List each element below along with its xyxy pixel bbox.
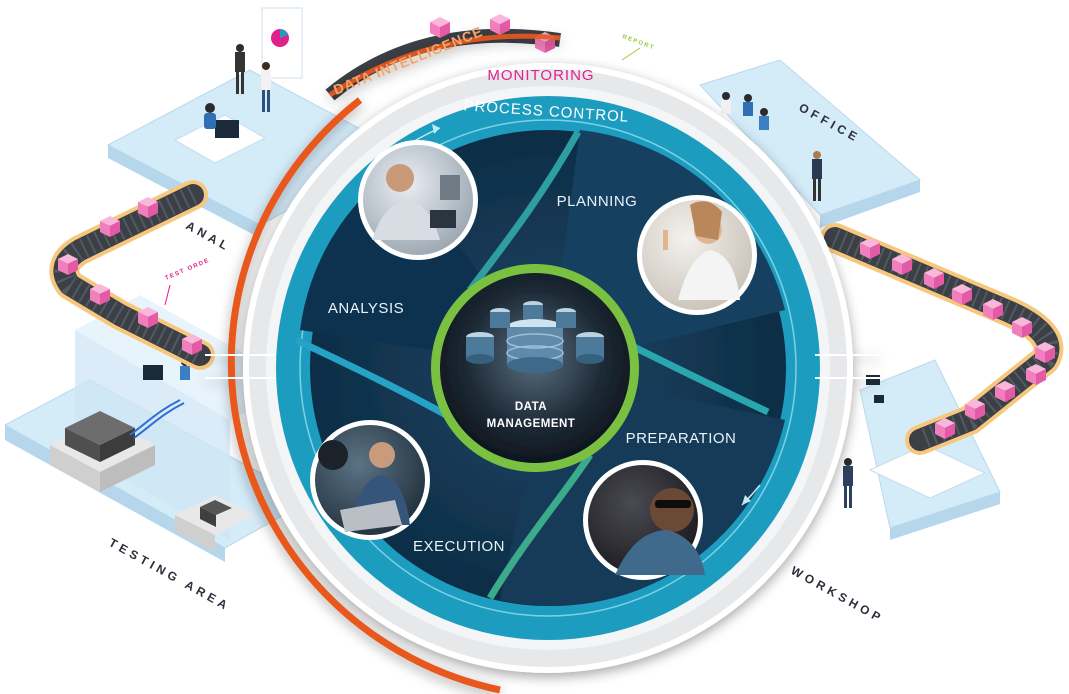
database-icon	[466, 301, 604, 373]
monitor-icon	[215, 120, 239, 138]
photo-analysis	[358, 140, 478, 260]
monitoring-label: MONITORING	[487, 67, 594, 84]
process-wheel: DATA MANAGEMENT	[205, 23, 880, 694]
workshop-label: WORKSHOP	[789, 563, 887, 626]
office-people	[721, 92, 822, 201]
hub-label-line1: DATA	[515, 401, 547, 413]
test-machine-small	[175, 495, 255, 552]
analyst-desk	[173, 103, 267, 164]
segment-label-execution: EXECUTION	[413, 538, 505, 555]
hub-label-line2: MANAGEMENT	[487, 418, 576, 430]
divider-execution	[487, 453, 593, 600]
left-conveyor	[49, 180, 215, 370]
divider-planning	[467, 130, 582, 293]
test-machine-large	[50, 411, 155, 492]
presenters	[235, 7, 303, 112]
photo-planning	[637, 195, 757, 315]
segment-label-preparation: PREPARATION	[626, 430, 737, 447]
photo-preparation	[583, 460, 705, 580]
data-intelligence-arc	[227, 97, 501, 694]
workshop-worker	[843, 375, 987, 508]
test-order-tag: TEST ORDE	[164, 258, 210, 282]
segment-label-analysis: ANALYSIS	[328, 300, 404, 317]
analysis-area-label: ANAL	[184, 218, 234, 254]
segment-label-planning: PLANNING	[557, 193, 638, 210]
photo-execution	[310, 420, 430, 540]
right-conveyor	[820, 223, 1064, 455]
